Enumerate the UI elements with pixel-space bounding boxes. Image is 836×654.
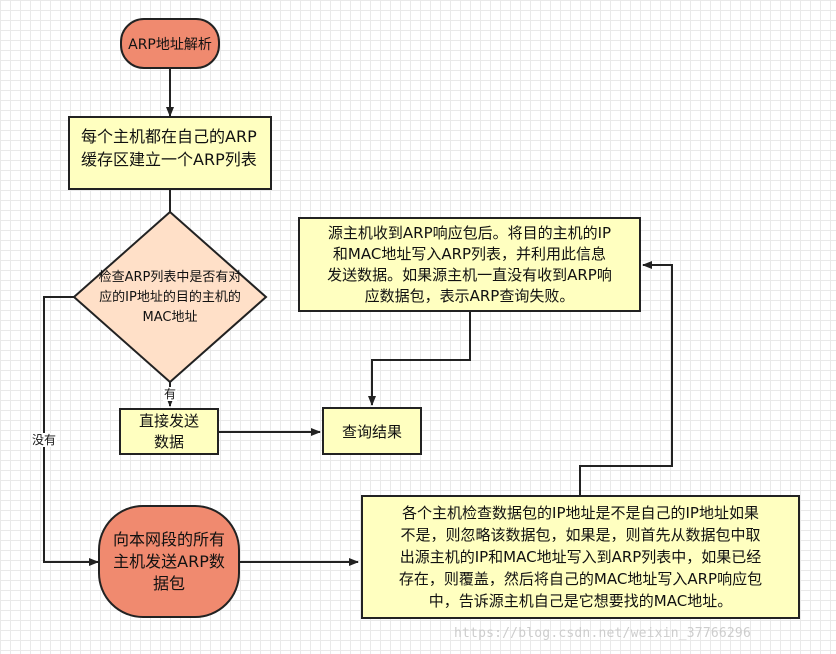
- source-receive-node-label: 源主机收到ARP响应包后。将目的主机的IP 和MAC地址写入ARP列表，并利用此…: [327, 223, 612, 305]
- build-table-node-label: 每个主机都在自己的ARP 缓存区建立一个ARP列表: [81, 127, 257, 169]
- edge-source-receive-to-query-result: [368, 312, 471, 406]
- query-result-node: 查询结果: [322, 407, 422, 455]
- decision-check-table-label: 检查ARP列表中是否有对 应的IP地址的目的主机的 MAC地址: [98, 270, 242, 325]
- hosts-check-node: 各个主机检查数据包的IP地址是不是自己的IP地址如果 不是，则忽略该数据包，如果…: [361, 495, 800, 619]
- edge-label-no: 没有: [31, 433, 58, 447]
- hosts-check-node-label: 各个主机检查数据包的IP地址是不是自己的IP地址如果 不是，则忽略该数据包，如果…: [398, 504, 763, 610]
- send-direct-node-label: 直接发送 数据: [138, 411, 199, 451]
- send-direct-node: 直接发送 数据: [119, 408, 219, 455]
- csdn-watermark: https://blog.csdn.net/weixin_37766296: [454, 626, 751, 641]
- broadcast-node: 向本网段的所有 主机发送ARP数 据包: [98, 505, 240, 618]
- build-table-node: 每个主机都在自己的ARP 缓存区建立一个ARP列表: [68, 116, 272, 190]
- edge-hosts-check-to-source-receive: [579, 261, 673, 495]
- broadcast-node-label: 向本网段的所有 主机发送ARP数 据包: [112, 529, 225, 593]
- query-result-node-label: 查询结果: [341, 422, 402, 441]
- decision-check-table-node: 检查ARP列表中是否有对 应的IP地址的目的主机的 MAC地址: [80, 264, 260, 332]
- edge-label-yes: 有: [163, 387, 178, 401]
- source-receive-node: 源主机收到ARP响应包后。将目的主机的IP 和MAC地址写入ARP列表，并利用此…: [298, 217, 641, 312]
- start-node-label: ARP地址解析: [128, 36, 212, 53]
- start-node: ARP地址解析: [120, 18, 220, 69]
- edge-decision-to-broadcast: [43, 296, 99, 566]
